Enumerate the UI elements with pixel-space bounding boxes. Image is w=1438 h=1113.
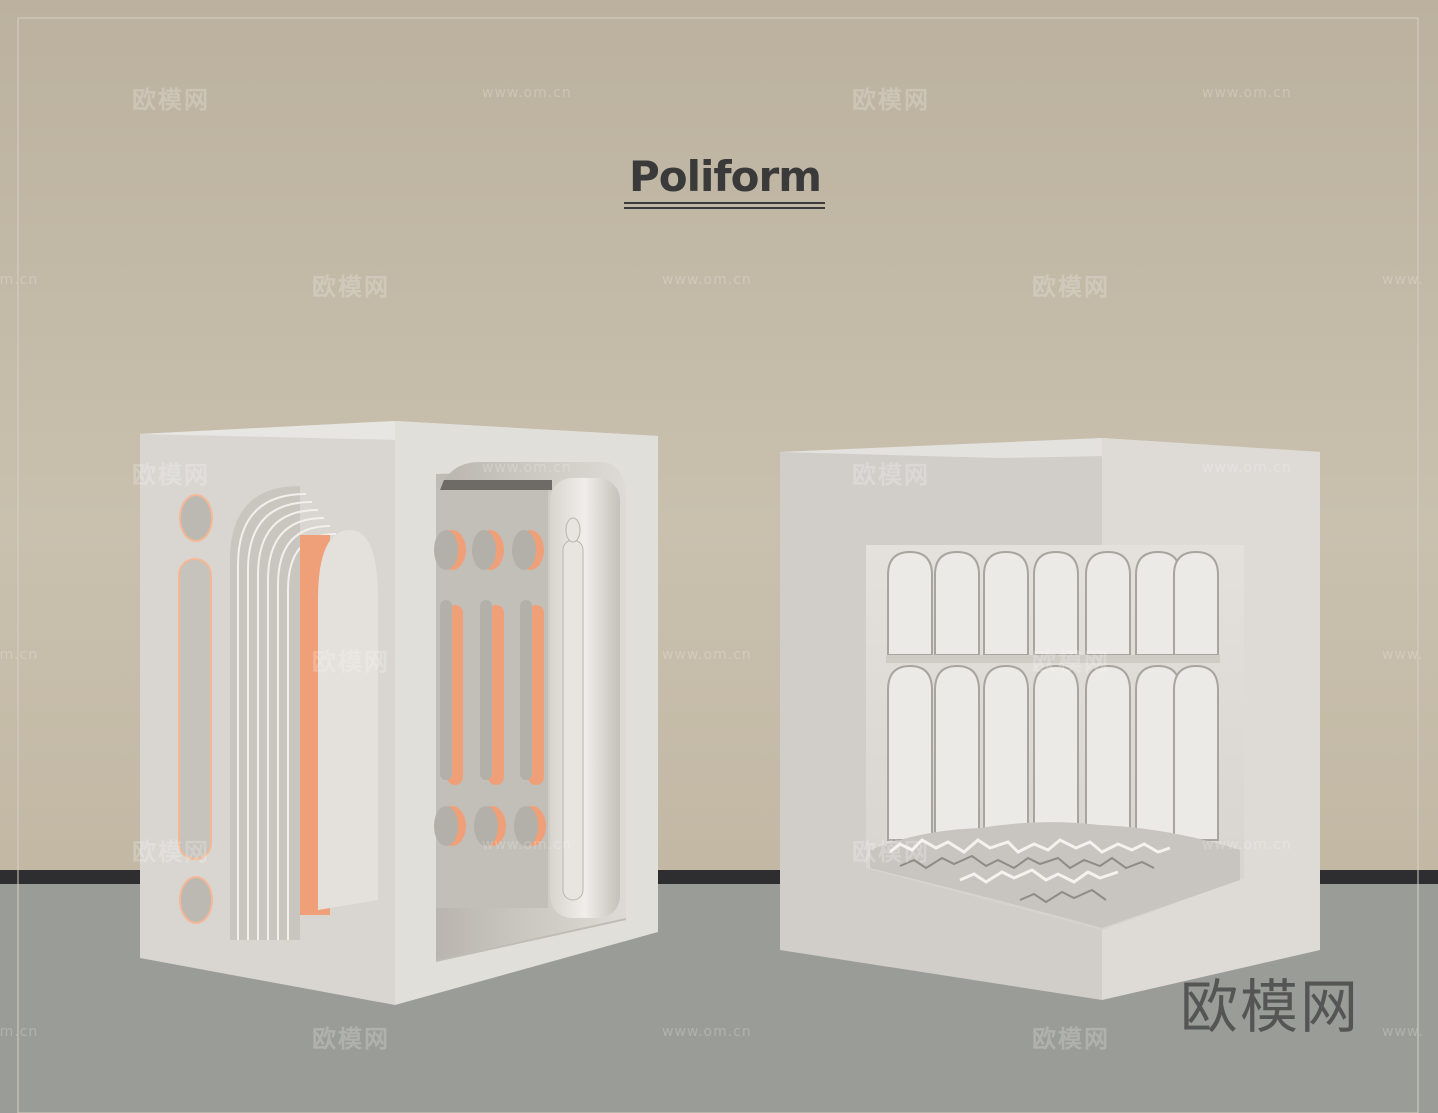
brand-logo: Poliform [628, 152, 822, 201]
vents-middle [440, 600, 544, 785]
watermark-text: 欧模网 [1032, 648, 1110, 676]
corner-watermark-logo: 欧模网 [1180, 973, 1361, 1041]
vents-bottom [434, 806, 546, 846]
watermark-url: om.cn [0, 647, 39, 663]
vents-top [434, 530, 544, 570]
arch-gallery [887, 550, 1219, 841]
watermark-text: 欧模网 [312, 273, 390, 301]
watermark-text: 欧模网 [852, 838, 930, 866]
watermark-url: om.cn [0, 272, 39, 288]
watermark-url: www. [1382, 647, 1424, 663]
watermark-url: www.om.cn [1202, 460, 1292, 476]
watermark-url: www.om.cn [662, 647, 752, 663]
watermark-url: www.om.cn [482, 460, 572, 476]
watermark-text: 欧模网 [312, 648, 390, 676]
watermark-url: www.om.cn [482, 85, 572, 101]
watermark-url: www. [1382, 272, 1424, 288]
watermark-text: 欧模网 [132, 461, 210, 489]
front-arch [230, 486, 378, 940]
watermark-url: www.om.cn [662, 272, 752, 288]
brand-underline-bottom [624, 207, 825, 209]
watermark-text: 欧模网 [852, 461, 930, 489]
rubble-pile [870, 822, 1240, 928]
watermark-url: www. [1382, 1024, 1424, 1040]
watermark-url: www.om.cn [662, 1024, 752, 1040]
frame-border [17, 17, 1419, 1113]
watermark-url: www.om.cn [1202, 837, 1292, 853]
brand-underline-top [624, 202, 825, 204]
watermark-url: www.om.cn [482, 837, 572, 853]
front-openings [178, 494, 213, 924]
watermark-text: 欧模网 [1032, 273, 1110, 301]
watermark-url: om.cn [0, 1024, 39, 1040]
watermark-text: 欧模网 [312, 1025, 390, 1053]
watermark-text: 欧模网 [132, 86, 210, 114]
watermark-url: www.om.cn [1202, 85, 1292, 101]
watermark-text: 欧模网 [852, 86, 930, 114]
watermark-text: 欧模网 [1032, 1025, 1110, 1053]
left-cabinet [140, 421, 658, 1005]
watermark-text: 欧模网 [132, 838, 210, 866]
right-cabinet [780, 438, 1320, 1000]
